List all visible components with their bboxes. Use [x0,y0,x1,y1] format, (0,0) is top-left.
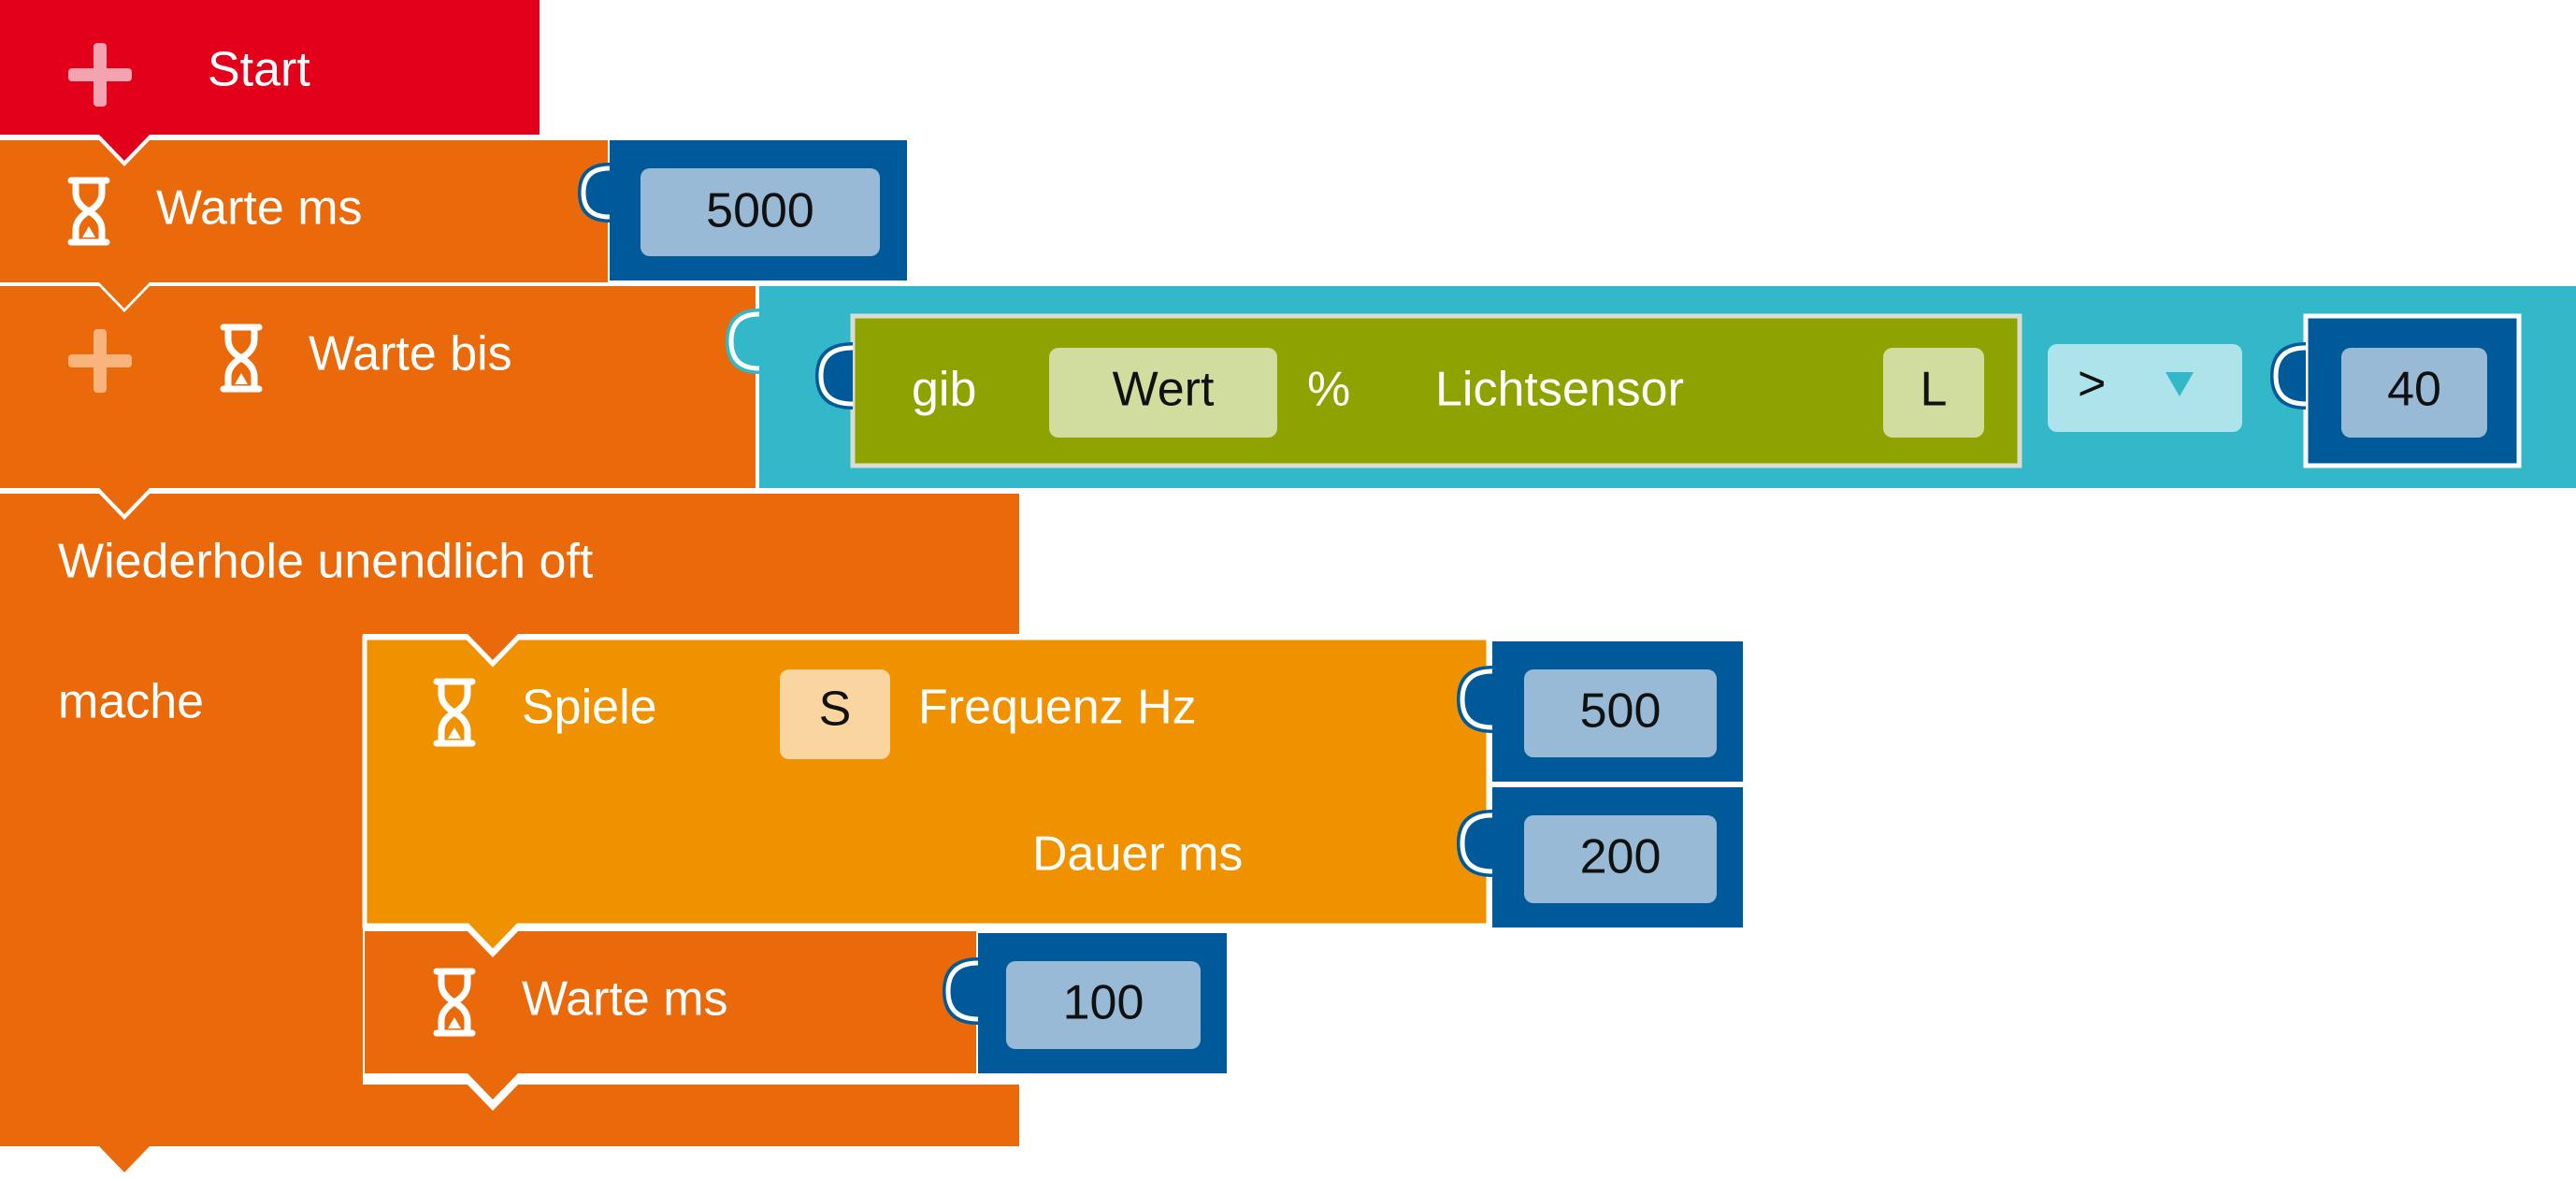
property-value[interactable]: Wert [1113,363,1215,417]
duration-value[interactable]: 200 [1580,830,1662,884]
sensor-block[interactable]: gib Wert % Lichtsensor L [815,313,2022,468]
wait-ms-value[interactable]: 100 [1063,976,1144,1030]
speaker-dropdown[interactable] [780,669,890,759]
play-sound-block[interactable]: Spiele S Frequenz Hz Dauer ms [362,635,1491,956]
number-field[interactable] [640,168,880,256]
number-field[interactable] [2341,348,2487,438]
start-block[interactable]: Start [0,0,540,161]
number-block-5000[interactable]: 5000 [578,140,907,280]
sensor-get-label: gib [912,363,976,417]
wait-until-block[interactable]: Warte bis [0,286,756,514]
wait-ms-block[interactable]: Warte ms [0,140,608,309]
play-label: Spiele [522,681,657,735]
wait-ms-label: Warte ms [522,972,728,1027]
duration-label: Dauer ms [1032,827,1243,882]
operator-dropdown[interactable] [2048,344,2242,432]
compare-value[interactable]: 40 [2387,363,2441,417]
start-label: Start [208,43,310,97]
frequency-value[interactable]: 500 [1580,684,1662,739]
operator-value[interactable]: > [2078,357,2106,411]
wait-ms-value[interactable]: 5000 [706,184,814,238]
wait-until-label: Warte bis [309,327,512,381]
number-field[interactable] [1006,961,1201,1049]
sensor-port-dropdown[interactable] [1883,348,1984,438]
frequency-label: Frequenz Hz [918,681,1197,735]
sensor-port-value[interactable]: L [1921,363,1948,417]
number-field[interactable] [1524,669,1717,757]
number-block-100[interactable]: 100 [943,933,1227,1073]
loop-do-label: mache [58,675,204,729]
speaker-value[interactable]: S [819,683,852,737]
wait-ms-label: Warte ms [156,181,363,236]
percent-label: % [1307,363,1350,417]
number-block-200[interactable]: 200 [1457,787,1743,927]
sensor-name-label: Lichtsensor [1435,363,1684,417]
number-block-40[interactable]: 40 [2270,313,2522,468]
loop-label: Wiederhole unendlich oft [58,535,594,589]
number-field[interactable] [1524,815,1717,903]
property-dropdown[interactable] [1049,348,1277,438]
number-block-500[interactable]: 500 [1457,641,1743,782]
chevron-down-icon[interactable] [2166,372,2194,396]
wait-ms-block-inner[interactable]: Warte ms [365,931,976,1100]
loop-block[interactable]: Wiederhole unendlich oft mache [0,494,1019,1172]
